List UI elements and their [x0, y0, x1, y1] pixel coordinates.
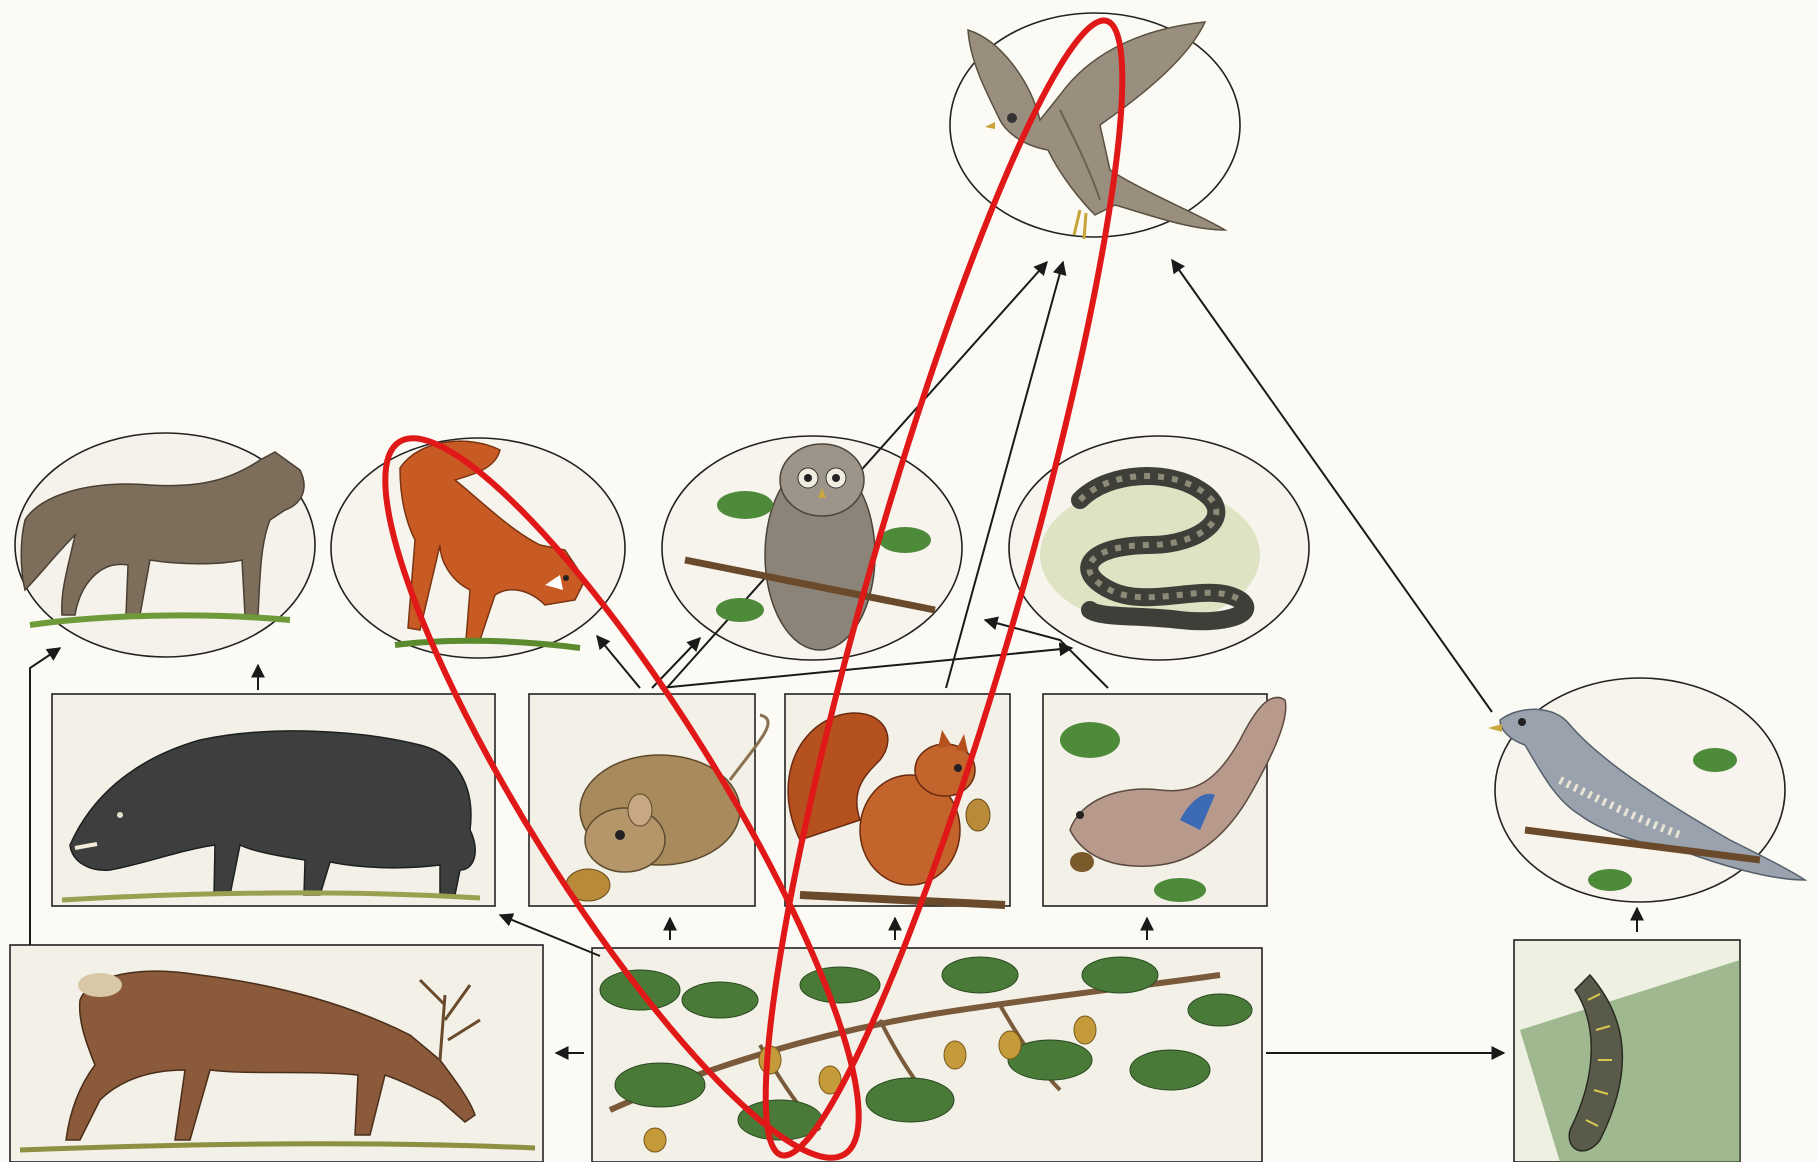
food-web-diagram [0, 0, 1817, 1162]
